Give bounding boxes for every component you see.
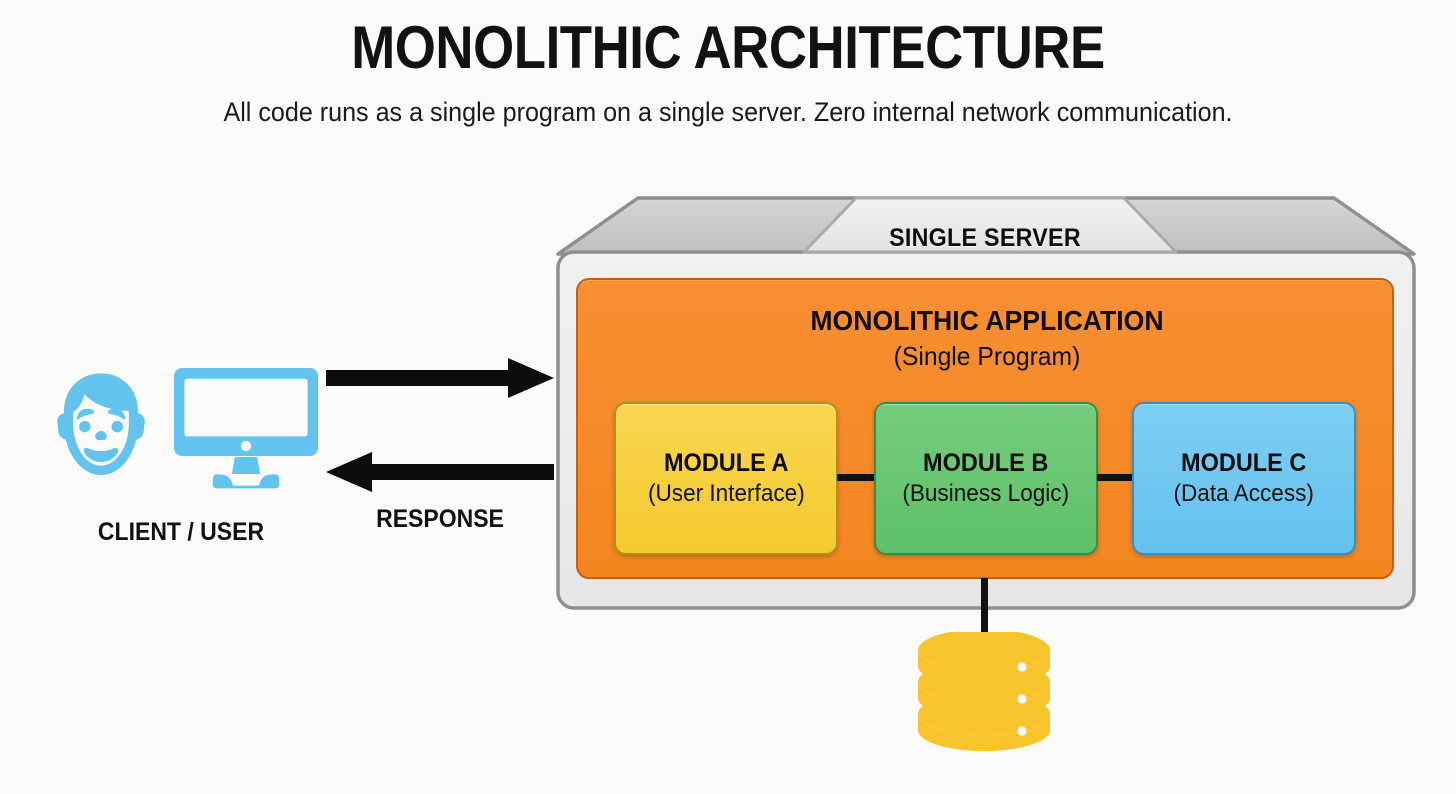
page-subtitle: All code runs as a single program on a s… — [223, 97, 1233, 127]
monolithic-application-panel: MONOLITHIC APPLICATION (Single Program) … — [576, 278, 1394, 579]
monolithic-application-subtitle: (Single Program) — [893, 341, 1081, 371]
database-cylinder-icon — [914, 629, 1054, 772]
module-b-subtitle: (Business Logic) — [902, 480, 1070, 507]
module-a-subtitle: (User Interface) — [647, 480, 805, 507]
module-c-title: MODULE C — [1181, 449, 1307, 477]
arrow-left-icon — [326, 449, 554, 500]
response-flow-label: RESPONSE — [376, 505, 504, 533]
monolithic-application-title: MONOLITHIC APPLICATION — [810, 305, 1164, 336]
connector-module-b-to-c — [1097, 474, 1135, 481]
module-b-box[interactable]: MODULE B (Business Logic) — [874, 402, 1098, 555]
module-c-box[interactable]: MODULE C (Data Access) — [1132, 402, 1356, 555]
module-a-title: MODULE A — [663, 449, 789, 477]
desktop-monitor-icon — [172, 364, 320, 499]
module-c-subtitle: (Data Access) — [1173, 480, 1315, 507]
client-user-group: CLIENT / USER — [36, 360, 326, 560]
connector-app-to-database — [981, 578, 988, 642]
client-user-label: CLIENT / USER — [97, 518, 265, 546]
module-b-title: MODULE B — [923, 449, 1049, 477]
user-face-icon — [42, 368, 160, 491]
arrow-right-icon — [326, 355, 554, 406]
single-server-label: SINGLE SERVER — [889, 224, 1081, 252]
page-title: MONOLITHIC ARCHITECTURE — [351, 14, 1105, 81]
module-a-box[interactable]: MODULE A (User Interface) — [614, 402, 838, 555]
connector-module-a-to-b — [837, 474, 875, 481]
